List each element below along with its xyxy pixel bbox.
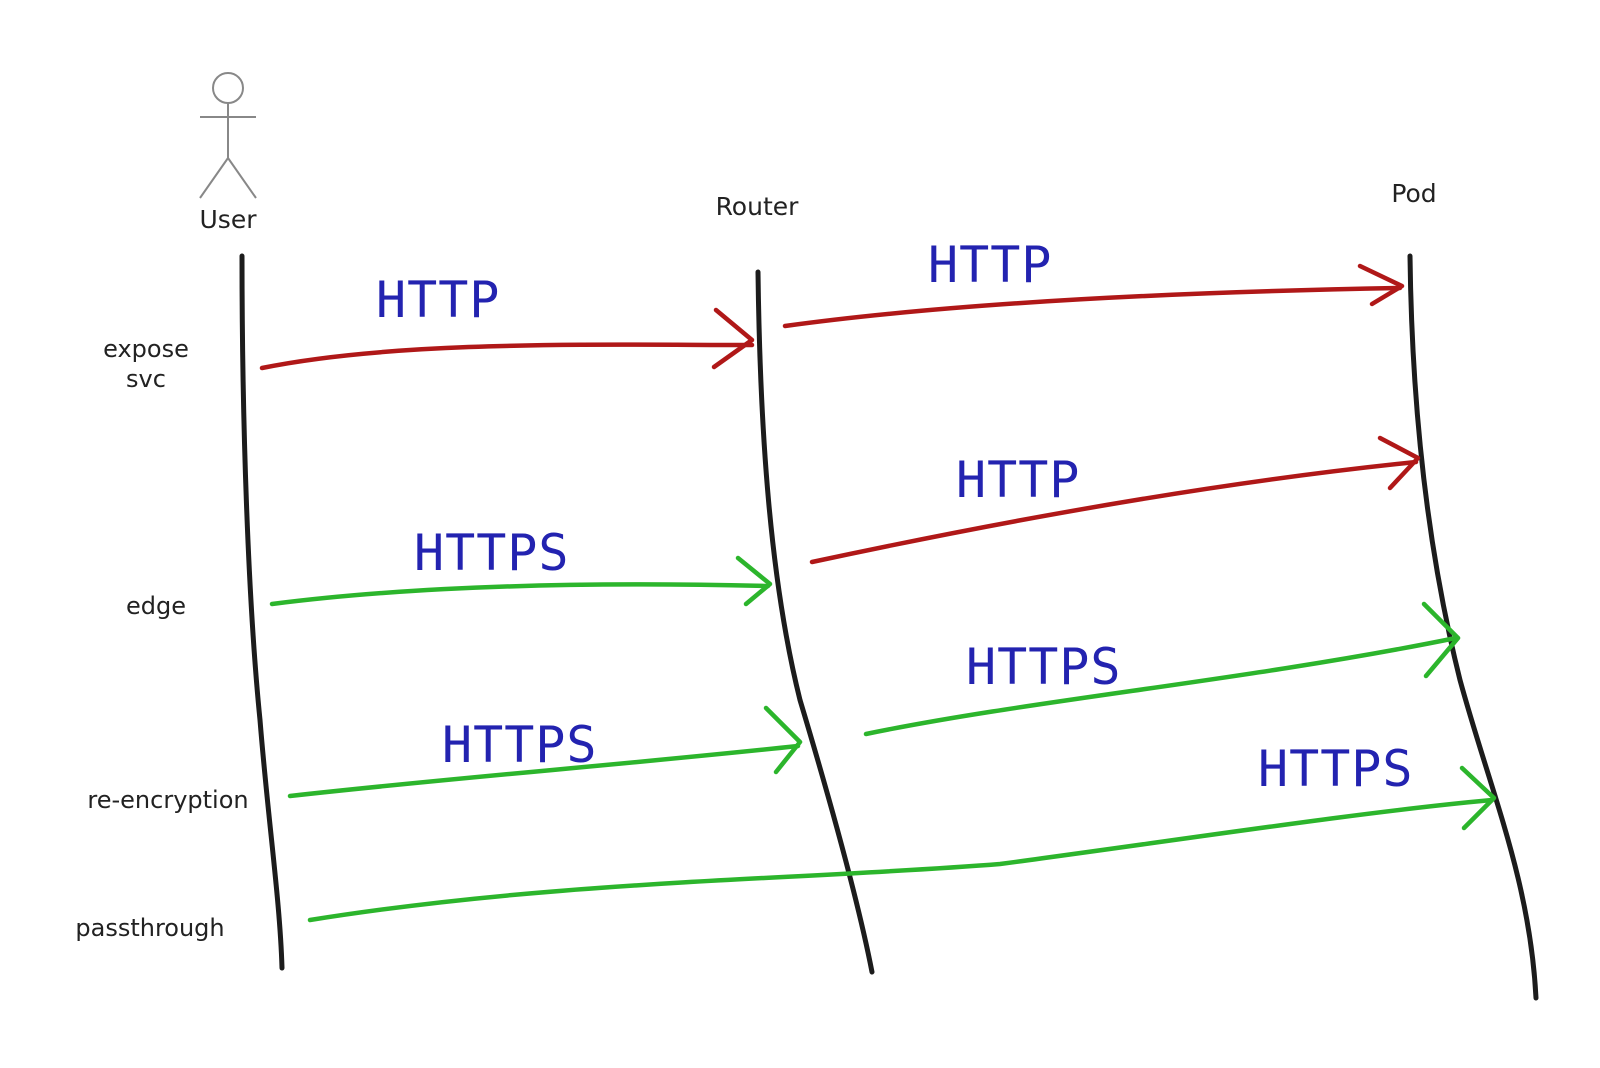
participant-label-router: Router [716,192,800,221]
arrowhead-edge-user-router [735,555,773,607]
protocol-label-reencrypt-user-router: HTTPS [442,716,598,774]
participant-label-pod: Pod [1391,179,1436,208]
arrowhead-expose-user-router [711,307,755,370]
protocol-label-reencrypt-router-pod: HTTPS [966,638,1122,696]
arrowhead-expose-router-pod [1357,263,1405,307]
protocol-label-edge-router-pod: HTTP [956,451,1080,509]
arrow-edge-router-pod [809,459,1419,565]
route-label-svc: svc [126,365,166,393]
route-label-expose: expose [103,335,189,363]
route-label-re-encryption: re-encryption [87,786,248,814]
lifeline-user [239,253,285,971]
arrow-edge-user-router [269,582,771,607]
route-label-edge: edge [126,592,186,620]
user-stick-figure-icon [199,72,257,199]
arrowhead-edge-router-pod [1377,435,1421,491]
protocol-label-expose-router-pod: HTTP [928,236,1052,294]
arrow-expose-router-pod [782,285,1403,329]
lifeline-router [755,269,875,975]
arrowhead-passthrough-user-pod [1459,765,1497,831]
route-label-passthrough: passthrough [75,914,224,942]
protocol-label-expose-user-router: HTTP [376,271,500,329]
arrowhead-reencrypt-user-router [763,705,803,775]
arrow-reencrypt-router-pod [863,635,1459,737]
protocol-label-passthrough-user-pod: HTTPS [1258,740,1414,798]
participant-label-user: User [200,205,258,234]
protocol-label-edge-user-router: HTTPS [414,524,570,582]
arrow-expose-user-router [259,342,755,371]
arrow-passthrough-user-pod [307,797,1495,923]
arrowhead-reencrypt-router-pod [1421,601,1461,679]
lifeline-pod [1407,253,1539,1001]
arrow-reencrypt-user-router [287,743,801,799]
